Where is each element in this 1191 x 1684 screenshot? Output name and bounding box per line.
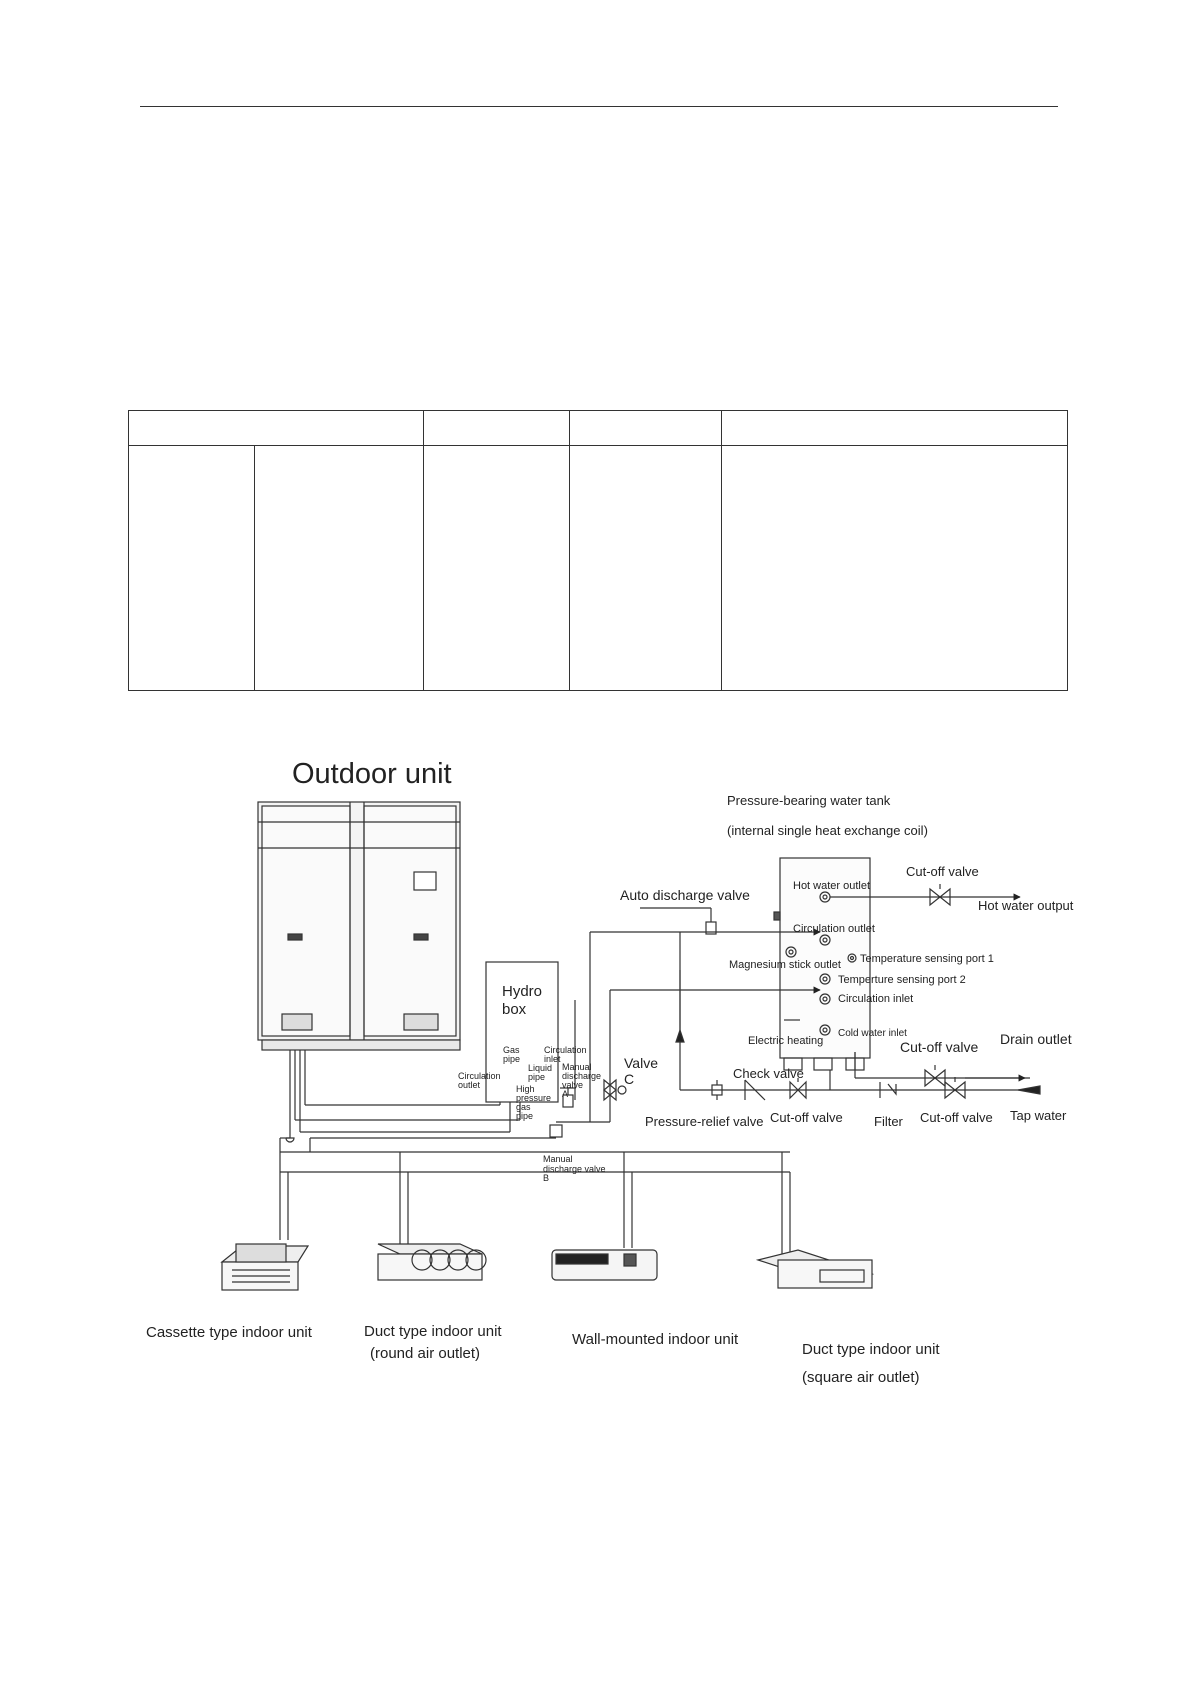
port-electric-heating: Electric heating <box>748 1035 823 1047</box>
table-cell <box>721 410 1068 446</box>
label-circ-inlet-2: inlet <box>544 1054 561 1064</box>
refrigerant-pipes <box>279 1050 791 1262</box>
indoor-units <box>220 1243 875 1291</box>
duct-round-unit <box>377 1243 487 1281</box>
label-cassette-unit: Cassette type indoor unit <box>146 1324 313 1341</box>
label-gas-pipe-2: pipe <box>503 1054 520 1064</box>
label-cutoff-drain: Cut-off valve <box>900 1039 979 1055</box>
hydro-box <box>485 961 559 1103</box>
table-cell <box>569 410 722 446</box>
label-hot-water-output: Hot water output <box>978 898 1074 913</box>
label-pressure-relief: Pressure-relief valve <box>645 1114 764 1129</box>
tank-ports <box>773 891 857 1036</box>
system-diagram: Outdoor unit Pressure-bearing water tank… <box>146 758 1074 1386</box>
label-valve-a-2: discharge <box>562 1071 601 1081</box>
table-header-row <box>128 410 1068 446</box>
label-check-valve: Check valve <box>733 1066 804 1081</box>
label-valve-a-4: A <box>562 1089 568 1099</box>
table-cell <box>128 410 424 446</box>
port-temp-sensing-2: Temperture sensing port 2 <box>838 974 966 986</box>
table-cell <box>569 445 722 691</box>
wall-mounted-unit <box>551 1249 658 1281</box>
label-cutoff-tap: Cut-off valve <box>920 1110 993 1125</box>
tank-title: Pressure-bearing water tank <box>727 793 891 808</box>
label-liquid-pipe-1: Liquid <box>528 1063 552 1073</box>
hydro-box-label-1: Hydro <box>502 983 542 1000</box>
tank-subtitle: (internal single heat exchange coil) <box>727 823 928 838</box>
table-cell <box>254 445 424 691</box>
label-duct-round-1: Duct type indoor unit <box>364 1323 502 1340</box>
hydro-box-label-2: box <box>502 1001 527 1018</box>
label-valve-b-1: Manual <box>543 1154 573 1164</box>
spec-table <box>128 410 1068 691</box>
label-valve-c-1: Valve <box>624 1055 658 1071</box>
label-circ-inlet-1: Circulation <box>544 1045 587 1055</box>
table-cell <box>423 410 570 446</box>
label-hp-gas-2: pressure <box>516 1093 551 1103</box>
label-duct-square-2: (square air outlet) <box>802 1369 920 1386</box>
table-row <box>128 445 1068 691</box>
label-hp-gas-4: pipe <box>516 1111 533 1121</box>
label-duct-round-2: (round air outlet) <box>370 1345 480 1362</box>
port-circulation-inlet: Circulation inlet <box>838 993 913 1005</box>
port-hot-water-outlet: Hot water outlet <box>793 880 870 892</box>
table-cell <box>423 445 570 691</box>
label-circ-outlet-2: outlet <box>458 1080 481 1090</box>
label-gas-pipe-1: Gas <box>503 1045 520 1055</box>
table-cell <box>128 445 255 691</box>
label-valve-b-3: B <box>543 1173 549 1183</box>
label-circ-outlet-1: Circulation <box>458 1071 501 1081</box>
label-wall-unit: Wall-mounted indoor unit <box>572 1331 739 1348</box>
port-temp-sensing-1: Temperature sensing port 1 <box>860 953 994 965</box>
label-cutoff-bottom: Cut-off valve <box>770 1110 843 1125</box>
header-rule <box>140 106 1058 107</box>
label-cutoff-top: Cut-off valve <box>906 864 979 879</box>
table-cell <box>721 445 1068 691</box>
label-valve-a-3: valve <box>562 1080 583 1090</box>
label-hp-gas-3: gas <box>516 1102 531 1112</box>
outdoor-unit-label: Outdoor unit <box>292 758 452 790</box>
label-tap-water: Tap water <box>1010 1108 1067 1123</box>
label-valve-b-2: discharge valve <box>543 1164 606 1174</box>
label-liquid-pipe-2: pipe <box>528 1072 545 1082</box>
port-cold-water-inlet: Cold water inlet <box>838 1028 907 1039</box>
label-duct-square-1: Duct type indoor unit <box>802 1341 940 1358</box>
label-valve-a-1: Manual <box>562 1062 592 1072</box>
port-magnesium-stick: Magnesium stick outlet <box>729 959 841 971</box>
label-hp-gas-1: High <box>516 1084 535 1094</box>
port-circulation-outlet: Circulation outlet <box>793 923 875 935</box>
label-filter: Filter <box>874 1114 904 1129</box>
label-drain-outlet: Drain outlet <box>1000 1031 1072 1047</box>
label-valve-c-2: C <box>624 1071 634 1087</box>
label-auto-discharge: Auto discharge valve <box>620 887 750 903</box>
cassette-unit <box>220 1243 310 1291</box>
outdoor-unit <box>257 801 461 1051</box>
water-circuit <box>549 884 1041 1138</box>
duct-square-unit <box>755 1249 875 1289</box>
